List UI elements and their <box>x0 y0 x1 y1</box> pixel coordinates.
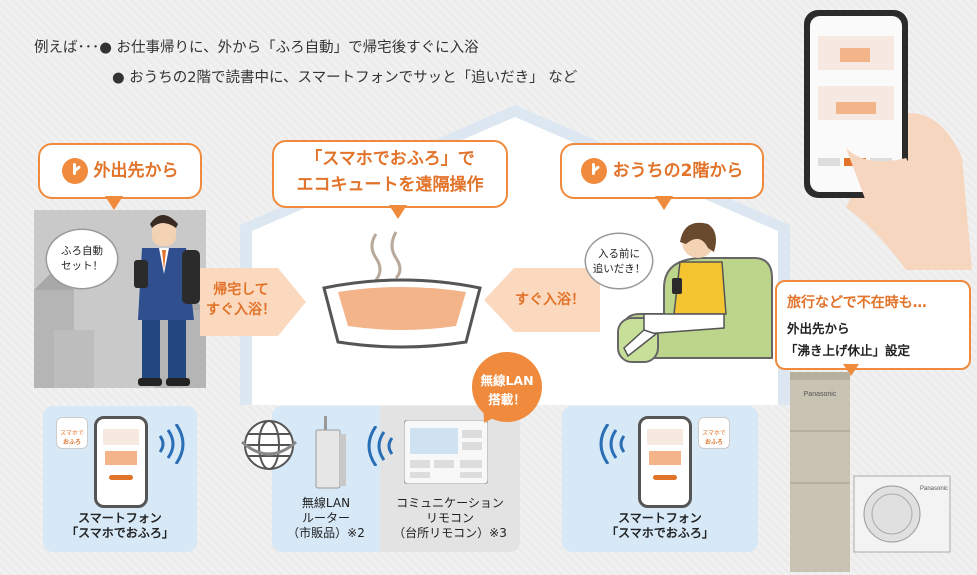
trip-line-1: 外出先から <box>787 321 850 336</box>
wireless-lan-badge-1: 無線LAN <box>480 373 534 388</box>
communication-remote-icon <box>404 420 488 484</box>
app-icon-text-2: おふろ <box>704 439 723 446</box>
app-icon-smaho-ofuro: スマホで おふろ <box>56 417 88 449</box>
arrow-left-label: 帰宅して すぐ入浴！ <box>200 280 282 320</box>
arrow-left-line-2: すぐ入浴！ <box>206 302 276 318</box>
wireless-lan-badge: 無線LAN 搭載！ <box>472 352 542 422</box>
city-background <box>34 210 206 388</box>
app-icon-text-1: スマホで <box>60 430 84 437</box>
right-phone-caption-1: スマートフォン <box>618 511 702 525</box>
callout-tail <box>655 196 673 210</box>
left-phone-caption-1: スマートフォン <box>78 511 162 525</box>
smartphone-left <box>94 416 148 508</box>
unit-brand-text-2: Panasonic <box>920 486 948 492</box>
intro-line-2: ● おうちの2階で読書中に、スマートフォンでサッと「追いだき」 など <box>112 70 578 86</box>
internet-globe-icon <box>241 420 297 470</box>
callout-upstairs-label: おうちの2階から <box>612 161 744 181</box>
remote-caption-3: （台所リモコン）※3 <box>393 526 507 540</box>
wifi-signal-icon <box>158 424 185 464</box>
clock-icon <box>580 158 607 184</box>
router-caption-2: ルーター <box>301 511 350 525</box>
wireless-lan-badge-2: 搭載！ <box>488 392 526 407</box>
callout-tail <box>389 205 407 219</box>
callout-outside-label: 外出先から <box>93 161 179 181</box>
intro-line-1: 例えば･･･● お仕事帰りに、外から「ふろ自動」で帰宅後すぐに入浴 <box>34 40 479 56</box>
callout-upstairs: おうちの2階から <box>560 143 764 199</box>
app-icon-smaho-ofuro: スマホで おふろ <box>698 417 730 449</box>
woman-on-sofa-illustration <box>617 222 773 363</box>
unit-brand-text: Panasonic <box>804 391 837 398</box>
callout-center-line-2: エコキュートを遠隔操作 <box>296 175 484 195</box>
hand-holding-phone-illustration <box>804 10 972 270</box>
wireless-router-icon <box>315 416 346 489</box>
remote-caption: コミュニケーション リモコン （台所リモコン）※3 <box>380 496 520 541</box>
trip-info-box: 旅行などで不在時も… 外出先から 「沸き上げ休止」設定 <box>775 280 971 370</box>
bathtub-illustration <box>322 231 482 349</box>
wifi-signal-icon <box>599 424 626 464</box>
router-caption-3: （市販品）※2 <box>287 526 365 540</box>
speech-man: ふろ自動 セット！ <box>47 230 117 288</box>
left-phone-caption: スマートフォン 「スマホでおふろ」 <box>43 511 197 541</box>
arrow-left-line-1: 帰宅して <box>213 282 269 298</box>
arrow-right-label: すぐ入浴！ <box>515 292 585 308</box>
right-phone-caption-2: 「スマホでおふろ」 <box>606 526 714 540</box>
arrow-right-shape <box>200 268 306 336</box>
speech-man-line-2: セット！ <box>61 260 103 272</box>
router-caption-1: 無線LAN <box>301 496 351 510</box>
trip-line-2: 「沸き上げ休止」設定 <box>785 343 911 358</box>
callout-center: 「スマホでおふろ」で エコキュートを遠隔操作 <box>272 140 508 208</box>
router-caption: 無線LAN ルーター （市販品）※2 <box>272 496 380 541</box>
remote-caption-2: リモコン <box>425 511 474 525</box>
left-phone-caption-2: 「スマホでおふろ」 <box>66 526 174 540</box>
app-icon-text-2: おふろ <box>62 439 81 446</box>
remote-caption-1: コミュニケーション <box>396 496 504 510</box>
speech-woman-line-1: 入る前に <box>598 248 640 260</box>
man-with-phone-illustration <box>34 215 206 388</box>
ecocute-unit-illustration: Panasonic Panasonic <box>790 372 951 572</box>
speech-woman: 入る前に 追いだき！ <box>586 234 652 288</box>
callout-center-line-1: 「スマホでおふろ」で <box>305 149 475 169</box>
smartphone-right <box>638 416 692 508</box>
speech-woman-line-2: 追いだき！ <box>592 263 646 275</box>
callout-tail <box>105 196 123 210</box>
app-icon-text-1: スマホで <box>702 430 726 437</box>
speech-man-line-1: ふろ自動 <box>61 245 103 257</box>
clock-icon <box>61 158 88 184</box>
trip-title: 旅行などで不在時も… <box>787 295 927 311</box>
right-phone-caption: スマートフォン 「スマホでおふろ」 <box>562 511 758 541</box>
wifi-signal-icon <box>367 426 394 466</box>
arrow-left-shape <box>484 268 600 332</box>
callout-outside: 外出先から <box>38 143 202 199</box>
